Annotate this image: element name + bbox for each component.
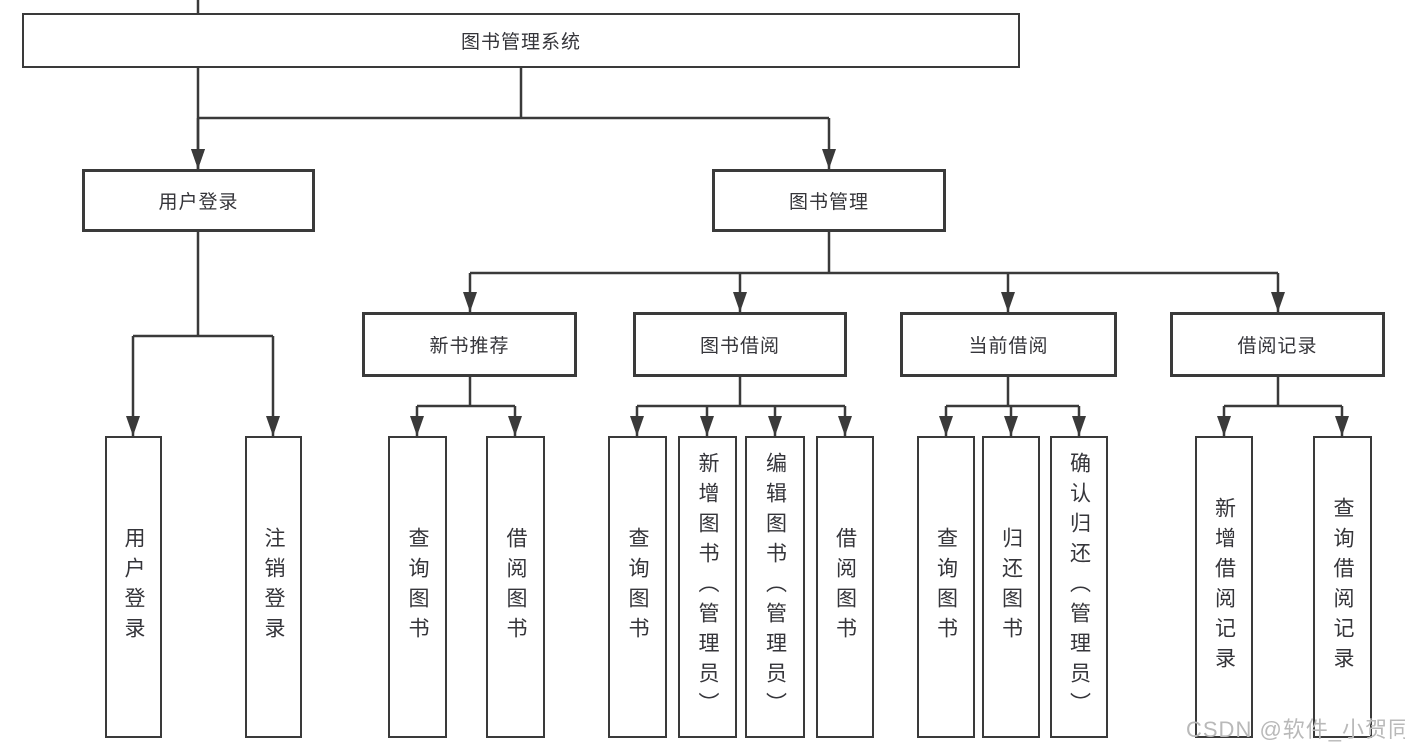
node-book-management: 图书管理 [712, 169, 946, 232]
node-leaf-query-borrow-record: 查询借阅记录 [1313, 436, 1372, 738]
node-label: 图书管理系统 [460, 32, 581, 53]
node-leaf-edit-books-admin: 编辑图书（管理员） [745, 436, 805, 738]
node-leaf-borrow-books-recommend: 借阅图书 [486, 436, 545, 738]
node-book-borrow: 图书借阅 [633, 312, 847, 377]
csdn-watermark: CSDN @软件_小贺同学 [1186, 717, 1405, 742]
node-label: 注销登录 [262, 527, 285, 647]
node-label: 新增借阅记录 [1212, 497, 1236, 677]
node-label: 查询图书 [406, 527, 429, 647]
node-leaf-query-books-current: 查询图书 [917, 436, 975, 738]
node-label: 图书借阅 [699, 336, 780, 357]
node-label: 归还图书 [999, 527, 1023, 647]
node-borrow-records: 借阅记录 [1170, 312, 1385, 377]
node-leaf-borrow-books: 借阅图书 [816, 436, 874, 738]
node-label: 图书管理 [788, 192, 869, 213]
node-leaf-logout: 注销登录 [245, 436, 302, 738]
node-label: 借阅图书 [833, 527, 857, 647]
node-new-book-recommend: 新书推荐 [362, 312, 577, 377]
node-label: 查询图书 [934, 527, 958, 647]
node-leaf-query-books-recommend: 查询图书 [388, 436, 447, 738]
node-label: 当前借阅 [968, 336, 1049, 357]
node-leaf-query-books-borrow: 查询图书 [608, 436, 667, 738]
node-label: 新书推荐 [429, 336, 510, 357]
node-label: 编辑图书（管理员） [763, 452, 787, 722]
node-leaf-confirm-return-admin: 确认归还（管理员） [1050, 436, 1108, 738]
node-label: 借阅图书 [504, 527, 527, 647]
node-label: 确认归还（管理员） [1067, 452, 1091, 722]
node-label: 用户登录 [122, 527, 145, 647]
node-user-login: 用户登录 [82, 169, 315, 232]
node-leaf-user-login: 用户登录 [105, 436, 162, 738]
node-label: 借阅记录 [1237, 336, 1318, 357]
node-leaf-add-books-admin: 新增图书（管理员） [678, 436, 737, 738]
node-label: 用户登录 [158, 192, 239, 213]
node-library-management-system: 图书管理系统 [22, 13, 1020, 68]
node-current-borrow: 当前借阅 [900, 312, 1117, 377]
node-label: 新增图书（管理员） [696, 452, 719, 722]
node-leaf-return-books: 归还图书 [982, 436, 1040, 738]
node-label: 查询借阅记录 [1331, 497, 1354, 677]
node-label: 查询图书 [626, 527, 649, 647]
node-leaf-add-borrow-record: 新增借阅记录 [1195, 436, 1253, 738]
